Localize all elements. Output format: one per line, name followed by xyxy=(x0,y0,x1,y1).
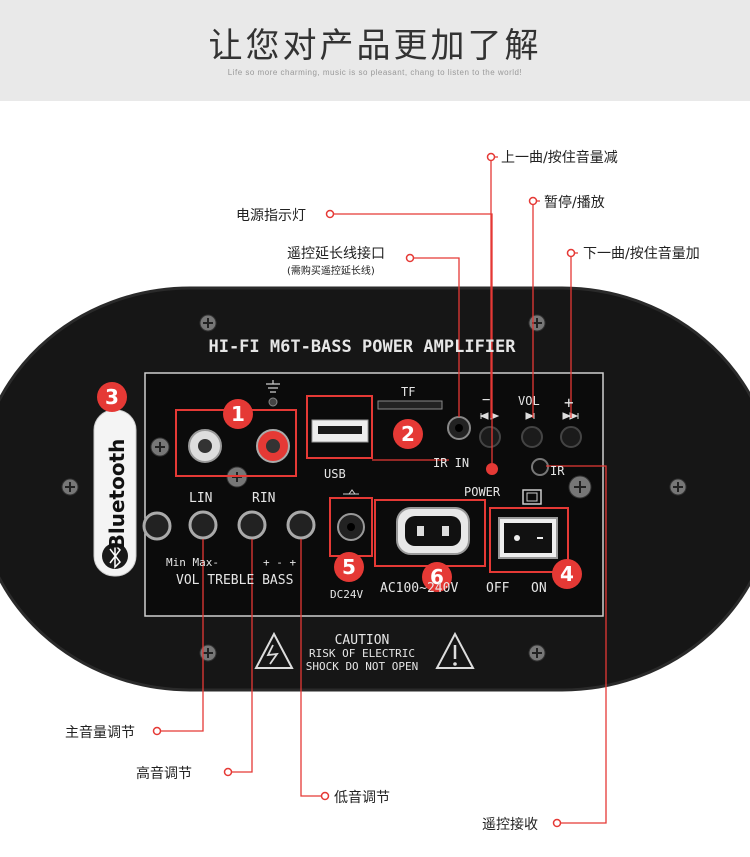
prev-button xyxy=(479,426,501,448)
badge-2 xyxy=(393,419,423,449)
dc-label: DC24V xyxy=(330,588,363,601)
power-label: POWER xyxy=(464,485,501,499)
svg-text:5: 5 xyxy=(342,555,356,579)
bass-knob xyxy=(286,510,316,540)
off-label: OFF xyxy=(486,581,510,596)
svg-text:−: − xyxy=(482,392,490,408)
svg-text:6: 6 xyxy=(430,565,444,589)
power-led xyxy=(486,463,498,475)
model-text: HI-FI M6T-BASS POWER AMPLIFIER xyxy=(208,337,516,357)
svg-text:2: 2 xyxy=(401,422,415,446)
knobs xyxy=(142,510,316,541)
highlight-box-4 xyxy=(489,507,569,573)
callout-bass: 低音调节 xyxy=(334,790,390,806)
header-bar xyxy=(0,0,750,101)
svg-text:3: 3 xyxy=(105,385,119,409)
callout-ir-ext-note: (需购买遥控延长线) xyxy=(287,266,375,277)
volume-knob xyxy=(188,510,218,540)
badge-6 xyxy=(422,562,452,592)
badge-5 xyxy=(334,552,364,582)
callout-next-track: 下一曲/按住音量加 xyxy=(583,246,700,262)
svg-text:SHOCK DO NOT OPEN: SHOCK DO NOT OPEN xyxy=(306,660,419,673)
svg-text:4: 4 xyxy=(560,562,574,586)
callout-ir-receiver: 遥控接收 xyxy=(482,817,538,833)
page-title: 让您对产品更加了解 xyxy=(208,26,542,66)
svg-text:RISK OF ELECTRIC: RISK OF ELECTRIC xyxy=(309,647,415,660)
badge-1 xyxy=(223,399,253,429)
badge-3 xyxy=(97,382,127,412)
next-button xyxy=(560,426,582,448)
highlight-box-2 xyxy=(306,395,373,459)
callout-ir-ext-port: 遥控延长线接口 xyxy=(287,246,385,262)
svg-text:+: + xyxy=(564,393,574,412)
min-max-label: Min Max- xyxy=(166,556,219,569)
on-label: ON xyxy=(531,581,547,596)
tf-slot xyxy=(377,400,443,410)
treble-knob xyxy=(237,510,267,540)
callout-prev-track: 上一曲/按住音量减 xyxy=(501,150,618,166)
tf-label: TF xyxy=(401,385,415,399)
rin-label: RIN xyxy=(252,491,275,506)
irin-label: IR IN xyxy=(433,456,469,470)
vol-button-label: VOL xyxy=(518,394,540,408)
svg-text:+ - +: + - + xyxy=(263,556,296,569)
badge-4 xyxy=(552,559,582,589)
usb-label: USB xyxy=(324,467,346,481)
bluetooth-label: Bluetooth xyxy=(105,439,129,550)
callout-pause-play: 暂停/播放 xyxy=(544,195,605,211)
knob-labels: VOL TREBLE BASS xyxy=(176,573,293,588)
play-pause-button xyxy=(521,426,543,448)
ac-label: AC100~240V xyxy=(380,581,458,596)
callout-power-indicator: 电源指示灯 xyxy=(236,208,306,224)
caution-title: CAUTION xyxy=(335,633,390,648)
number-badges xyxy=(97,382,582,592)
svg-text:1: 1 xyxy=(231,402,245,426)
page-subtitle: Life so more charming, music is so pleas… xyxy=(227,68,523,77)
lin-label: LIN xyxy=(189,491,212,506)
ir-receiver xyxy=(531,458,549,476)
callout-main-volume: 主音量调节 xyxy=(65,725,135,741)
ir-label: IR xyxy=(550,464,565,478)
callout-treble: 高音调节 xyxy=(136,766,192,782)
